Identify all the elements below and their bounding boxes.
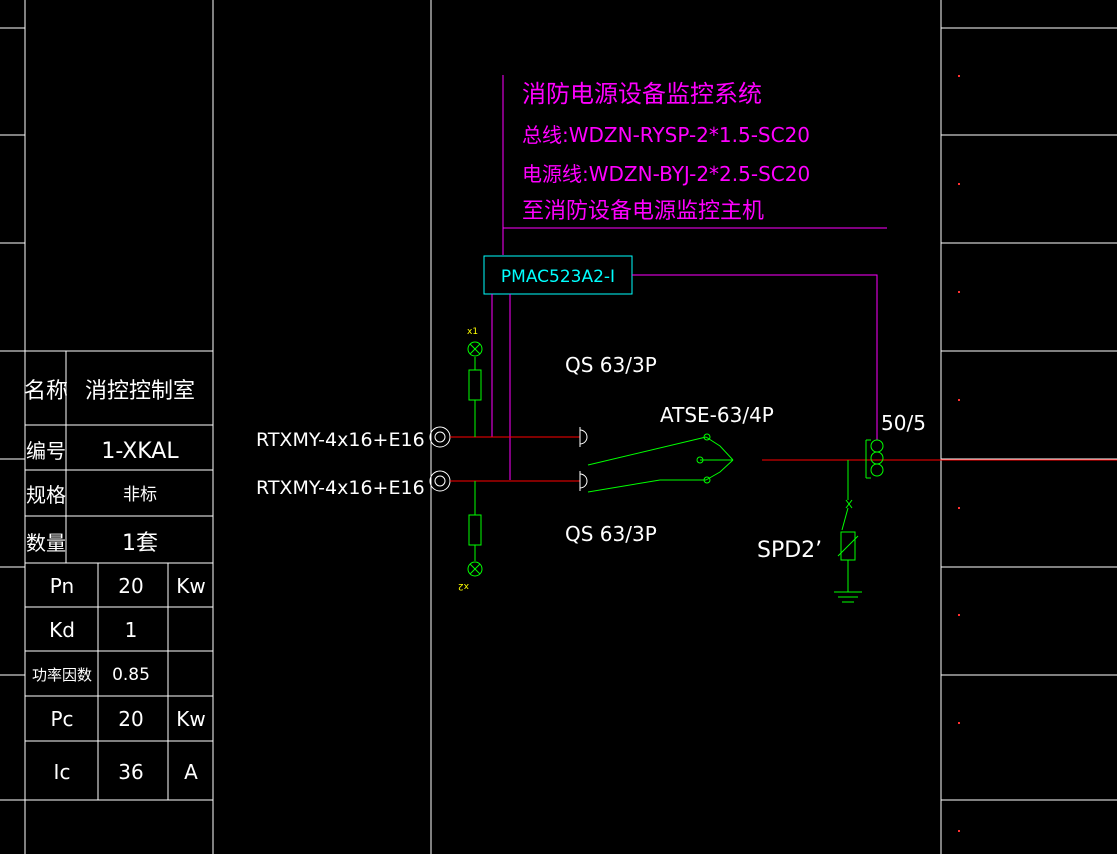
surge-protector [834, 460, 862, 603]
indicator-bottom [467, 481, 483, 577]
param-table [25, 563, 213, 801]
terminal-bottom-inner [434, 475, 446, 487]
qs-switch-bottom [579, 471, 588, 491]
param-table-text: Pn 20 Kw Kd 1 功率因数 0.85 Pc 20 Kw Ic 36 A [32, 574, 206, 784]
spec-label-spec: 规格 [26, 483, 66, 507]
outgoing-feeder: 50/5 [762, 411, 1117, 479]
param-name-pf: 功率因数 [32, 666, 92, 684]
spec-value-number: 1-XKAL [101, 439, 179, 464]
param-value-pf: 0.85 [112, 665, 150, 685]
atse-switch [587, 433, 734, 493]
lamp-bottom-icon [467, 561, 483, 577]
lamp-top-icon [467, 341, 483, 357]
qs-switch-top [579, 427, 588, 447]
param-name-pc: Pc [50, 707, 73, 731]
monitor-module: PMAC523A2-I [483, 255, 633, 295]
module-label: PMAC523A2-I [501, 267, 615, 287]
param-value-ic: 36 [118, 760, 143, 784]
spec-value-spec: 非标 [123, 485, 157, 505]
cable-label-bottom: RTXMY-4x16+E16 [256, 477, 425, 499]
atse-contact-bottom-icon [703, 476, 711, 484]
qs-top-label: QS 63/3P [565, 353, 657, 377]
annotation-bus-cable: 总线:WDZN-RYSP-2*1.5-SC20 [522, 123, 810, 147]
monitor-annotation: 消防电源设备监控系统 总线:WDZN-RYSP-2*1.5-SC20 电源线:W… [502, 75, 887, 255]
spec-label-quantity: 数量 [26, 531, 66, 555]
spd-label: SPD2’ [757, 538, 822, 563]
terminal-top-inner [434, 431, 446, 443]
param-value-kd: 1 [125, 618, 138, 642]
monitor-wiring [491, 274, 878, 480]
atse-label: ATSE-63/4P [660, 403, 774, 427]
current-transformer-icon [865, 439, 884, 479]
annotation-title: 消防电源设备监控系统 [522, 80, 762, 108]
annotation-destination: 至消防设备电源监控主机 [522, 199, 764, 224]
spec-label-name: 名称 [24, 379, 68, 404]
right-margin-dots [958, 75, 960, 832]
lamp-bottom-label: x2 [458, 581, 469, 591]
spec-value-quantity: 1套 [122, 531, 158, 556]
cable-label-top: RTXMY-4x16+E16 [256, 429, 425, 451]
param-name-ic: Ic [54, 760, 71, 784]
ct-ratio-label: 50/5 [881, 411, 926, 435]
fuse-top-icon [468, 369, 482, 401]
spec-table-text: 名称 消控控制室 编号 1-XKAL 规格 非标 数量 1套 [24, 379, 195, 556]
indicator-top [467, 341, 483, 437]
annotation-power-cable: 电源线:WDZN-BYJ-2*2.5-SC20 [522, 162, 810, 186]
incoming-feeder-top: RTXMY-4x16+E16 [256, 426, 580, 451]
param-name-kd: Kd [49, 618, 75, 642]
atse-contact-top-icon [703, 433, 711, 441]
terminal-top-outer [429, 426, 451, 448]
param-unit-pn: Kw [176, 574, 205, 598]
incoming-feeder-bottom: RTXMY-4x16+E16 [256, 470, 580, 499]
param-value-pc: 20 [118, 707, 143, 731]
param-unit-pc: Kw [176, 707, 205, 731]
spec-table [25, 350, 213, 564]
spec-value-name: 消控控制室 [85, 379, 195, 404]
spec-label-number: 编号 [26, 439, 66, 463]
param-unit-ic: A [184, 760, 198, 784]
fuse-bottom-icon [468, 514, 482, 546]
param-value-pn: 20 [118, 574, 143, 598]
param-name-pn: Pn [50, 574, 74, 598]
qs-bottom-label: QS 63/3P [565, 522, 657, 546]
terminal-bottom-outer [429, 470, 451, 492]
lamp-top-label: x1 [467, 327, 478, 337]
